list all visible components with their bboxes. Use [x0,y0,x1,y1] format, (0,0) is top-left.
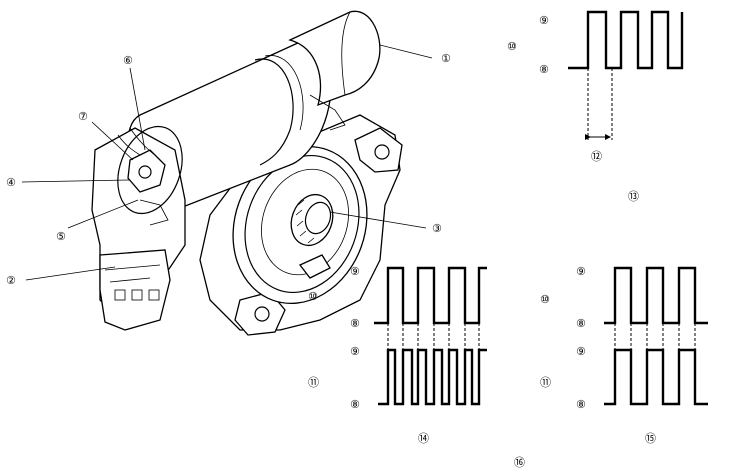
mounting-hole [374,144,390,160]
waveform-13: ⑨ ⑩ ⑧ ⑫ ⑬ [507,10,684,203]
wf14-top-wave [374,266,487,325]
wf13-square-wave [568,10,684,70]
callout-1: ① [441,52,451,65]
wf15-bottom-low-label: ⑧ [576,398,586,411]
wf14-bottom-low-label: ⑧ [350,398,360,411]
faceplate-inner [244,154,360,294]
wf14-bottom-wave [378,348,487,406]
wf14-bottom-high-label: ⑨ [350,345,360,358]
actuator-illustration [91,10,403,336]
motor-end-cap [288,10,381,107]
wf14-top-signal-label: ⑩ [308,290,318,303]
wf15-top-signal-label: ⑩ [540,293,550,306]
faceplate-tab [298,254,331,279]
lower-mounting-hole [254,306,270,322]
motor-band [254,58,294,166]
sensor-ring [117,125,183,215]
output-shaft [290,193,334,247]
wf13-signal-label: ⑩ [507,40,517,53]
wf14-caption: ⑭ [418,432,429,445]
motor-band-edge [264,55,304,131]
wf15-top-low-label: ⑧ [576,317,586,330]
wf14-top-high-label: ⑨ [350,265,360,278]
callout-6: ⑥ [123,54,133,67]
mounting-ear [354,127,403,173]
callout-2: ② [6,274,16,287]
wf14-bottom-signal-label: ⑪ [308,376,319,389]
illustration-callouts: ① ③ ② ④ ⑤ ⑥ ⑦ [6,52,451,287]
callout-7: ⑦ [78,110,88,123]
callout-5: ⑤ [56,230,66,243]
faceplate-groove [261,168,349,276]
wf13-caption: ⑬ [628,190,639,203]
connector-pin-c [148,289,160,301]
wf14-top-low-label: ⑧ [350,317,360,330]
wire-lead [117,127,156,156]
wf15-bottom-high-label: ⑨ [576,345,586,358]
connector-ribs [104,264,161,283]
wf15-top-high-label: ⑨ [576,265,586,278]
wf13-low-label: ⑧ [539,63,549,76]
leader-lines [21,44,433,281]
end-cap-seam [341,11,351,96]
sensor-shaft [138,165,152,179]
shaft-splines [295,199,315,244]
callout-3: ③ [432,222,442,235]
waveform-15: ⑨ ⑩ ⑧ ⑨ ⑪ ⑧ ⑮ [540,265,708,445]
connector-pin-b [131,289,143,301]
figure-caption: ⑯ [514,456,525,469]
connector-pin-a [114,289,126,301]
wf13-high-label: ⑨ [539,14,549,27]
sensor-element [127,149,166,193]
waveform-14: ⑨ ⑩ ⑧ ⑨ ⑪ ⑧ ⑭ [308,265,487,445]
wf13-period-label: ⑫ [591,150,602,163]
wf15-top-wave [604,266,708,325]
callout-4: ④ [6,176,16,189]
wf15-bottom-wave [604,348,708,406]
shaft-core [304,201,332,235]
sensor-terminal [139,199,169,226]
wf15-bottom-signal-label: ⑪ [540,376,551,389]
wf15-caption: ⑮ [645,432,656,445]
motor-mount-bracket [309,94,346,131]
